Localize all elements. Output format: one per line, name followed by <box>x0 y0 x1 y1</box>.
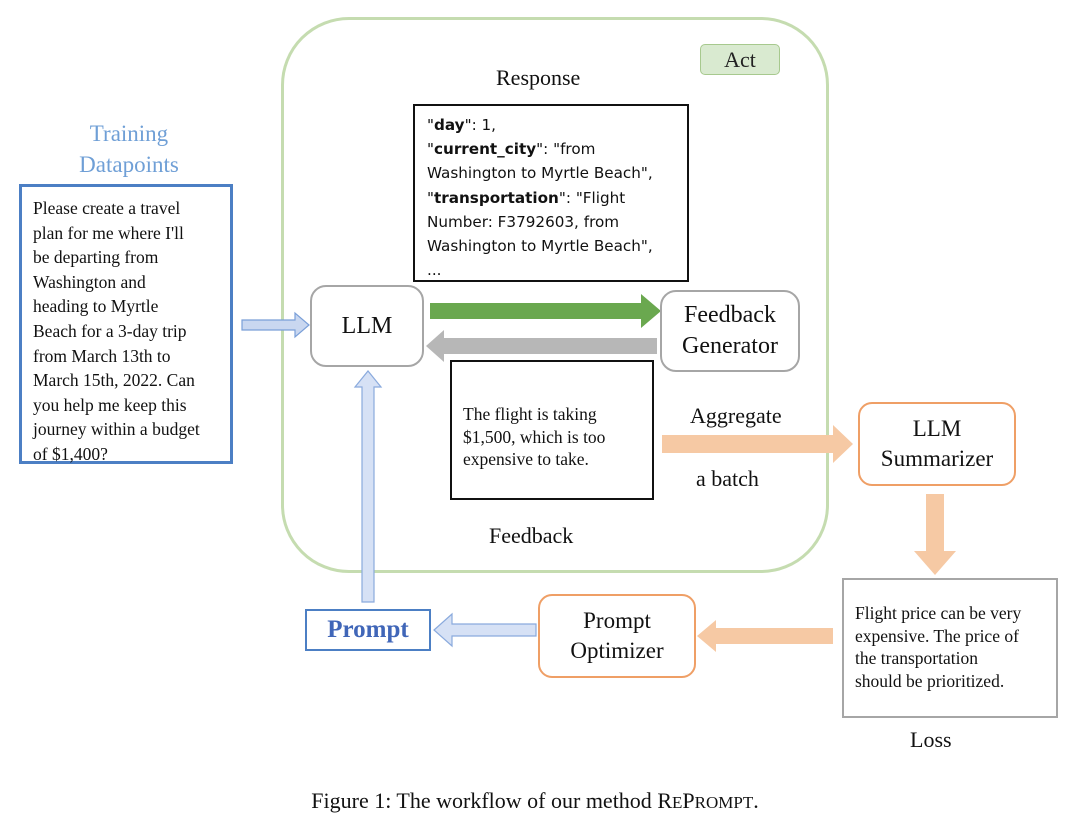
llm-label: LLM <box>341 312 393 339</box>
summarizer-line-2: Summarizer <box>880 446 994 471</box>
response-city-line: "current_city": "from <box>427 140 596 159</box>
loss-line: Flight price can be very <box>855 603 1022 623</box>
llm-to-feedback-generator-arrow <box>430 294 661 328</box>
response-city-cont: Washington to Myrtle Beach", <box>427 164 653 183</box>
llm-summarizer-node: LLM Summarizer <box>858 402 1016 486</box>
response-transport-value: : "Flight <box>565 188 626 207</box>
response-transport-key: transportation <box>434 188 559 207</box>
response-day-key: day <box>434 116 465 134</box>
training-title-line-1: Training <box>89 121 169 146</box>
caption-method-e: E <box>672 793 683 812</box>
response-transport-line: "transportation": "Flight <box>427 188 626 207</box>
response-transport-cont-1: Number: F3792603, from <box>427 212 620 231</box>
prompt-node: Prompt <box>305 609 431 651</box>
training-line: March 15th, 2022. Can <box>33 370 195 391</box>
feedback-generator-line-2: Generator <box>682 333 778 359</box>
caption-method-rompt: ROMPT <box>694 793 754 812</box>
response-transport-cont-2: Washington to Myrtle Beach", <box>427 237 653 256</box>
optimizer-line-1: Prompt <box>583 608 651 633</box>
response-city-value: : "from <box>543 140 596 159</box>
training-line: heading to Myrtle <box>33 296 159 317</box>
act-tag: Act <box>700 44 780 75</box>
training-datapoints-title: Training Datapoints <box>40 118 218 180</box>
figure-caption: Figure 1: The workflow of our method REP… <box>0 788 1070 814</box>
prompt-to-llm-arrow <box>353 370 383 603</box>
optimizer-line-2: Optimizer <box>570 638 664 663</box>
caption-suffix: . <box>753 788 759 813</box>
response-day-value: : 1, <box>471 116 496 134</box>
loss-title: Loss <box>910 727 952 752</box>
feedback-generator-line-1: Feedback <box>684 302 776 328</box>
training-datapoint-box: Please create a travel plan for me where… <box>19 184 233 464</box>
loss-line: should be prioritized. <box>855 670 1005 691</box>
optimizer-to-prompt-arrow <box>433 612 537 648</box>
feedback-line: The flight is taking <box>463 404 597 424</box>
summarizer-line-1: LLM <box>912 416 962 441</box>
caption-method-r: R <box>657 788 672 813</box>
response-title: Response <box>496 65 581 90</box>
training-line: from March 13th to <box>33 345 171 366</box>
response-ellipsis: ... <box>427 261 442 280</box>
act-region <box>281 17 829 573</box>
training-line: you help me keep this <box>33 394 187 415</box>
feedback-line: $1,500, which is too <box>463 426 606 447</box>
feedback-box: The flight is taking $1,500, which is to… <box>450 360 654 500</box>
training-title-line-2: Datapoints <box>79 152 179 177</box>
prompt-optimizer-node: Prompt Optimizer <box>538 594 696 678</box>
training-to-llm-arrow <box>241 311 310 339</box>
batch-label: a batch <box>696 466 759 491</box>
response-city-key: current_city <box>434 140 537 159</box>
prompt-label: Prompt <box>327 616 409 643</box>
response-day-line: "day": 1, <box>427 116 496 134</box>
llm-node: LLM <box>310 285 424 367</box>
training-line: Washington and <box>33 271 146 292</box>
feedback-line: expensive to take. <box>463 449 589 469</box>
loss-line: the transportation <box>855 648 978 668</box>
training-line: be departing from <box>33 247 159 268</box>
training-line: plan for me where I'll <box>33 222 184 243</box>
loss-to-optimizer-arrow <box>697 620 833 652</box>
feedback-generator-to-llm-arrow <box>426 330 657 362</box>
feedback-title: Feedback <box>489 523 574 548</box>
loss-box: Flight price can be very expensive. The … <box>842 578 1058 718</box>
training-line: Beach for a 3-day trip <box>33 320 187 341</box>
training-line: journey within a budget <box>33 419 200 440</box>
training-line: Please create a travel <box>33 198 181 218</box>
feedback-generator-node: Feedback Generator <box>660 290 800 372</box>
training-line: of $1,400? <box>33 443 108 464</box>
summarizer-to-loss-arrow <box>914 494 956 575</box>
aggregate-to-summarizer-arrow <box>662 425 853 463</box>
caption-prefix: Figure 1: The workflow of our method <box>311 788 658 813</box>
response-box: "day": 1, "current_city": "from Washingt… <box>413 104 689 282</box>
loss-line: expensive. The price of <box>855 625 1019 646</box>
caption-method-p: P <box>682 788 695 813</box>
aggregate-label: Aggregate <box>690 403 782 428</box>
